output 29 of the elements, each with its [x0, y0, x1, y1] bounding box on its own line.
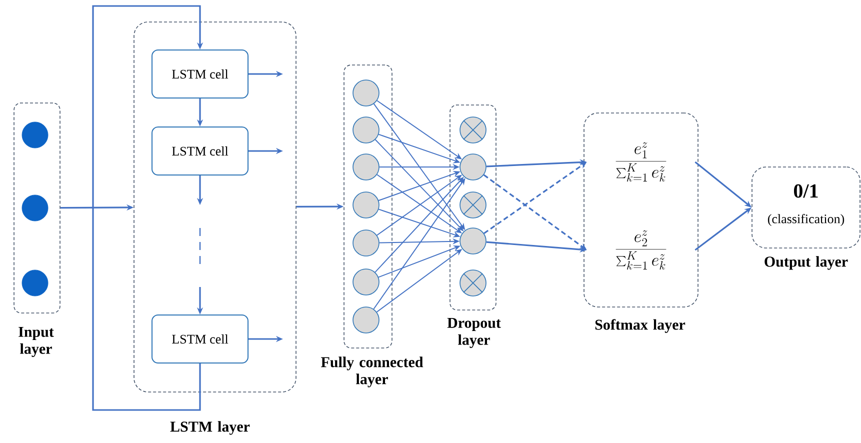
neuron [352, 192, 380, 218]
layer-label: LSTM layer [170, 421, 250, 435]
softmax-formula: $\frac{e_{1}^{z}}{\sum_{k=1}^{K} e_{k}^{z}}$ [616, 142, 666, 182]
lstm-cell-box: LSTM cell [152, 314, 248, 364]
input-neuron [22, 270, 48, 296]
neuron [352, 306, 380, 334]
lstm-cell-box: LSTM cell [152, 126, 248, 176]
dropped-neuron [460, 270, 486, 296]
arrow [92, 5, 204, 411]
output-value: 0/1 [794, 184, 818, 198]
layer-label: Input layer [18, 326, 54, 358]
dropped-neuron [460, 116, 486, 144]
neuron [352, 80, 380, 106]
input-neuron [22, 194, 48, 222]
neuron [352, 268, 380, 296]
layer-label: Output layer [764, 256, 848, 270]
output-description: (classification) [768, 214, 844, 226]
neuron [460, 228, 486, 254]
dropped-neuron [460, 192, 486, 218]
neuron [352, 154, 380, 180]
neuron [460, 154, 486, 180]
lstm-cell-box: LSTM cell [152, 50, 248, 98]
neuron [352, 116, 380, 144]
input-neuron [22, 122, 48, 148]
layer-label: Fully connected layer [321, 356, 424, 388]
layer-label: Dropout layer [447, 318, 501, 348]
neuron [352, 230, 380, 256]
softmax-formula: $\frac{e_{2}^{z}}{\sum_{k=1}^{K} e_{k}^{z}}$ [616, 230, 666, 270]
layer-label: Softmax layer [595, 319, 686, 333]
